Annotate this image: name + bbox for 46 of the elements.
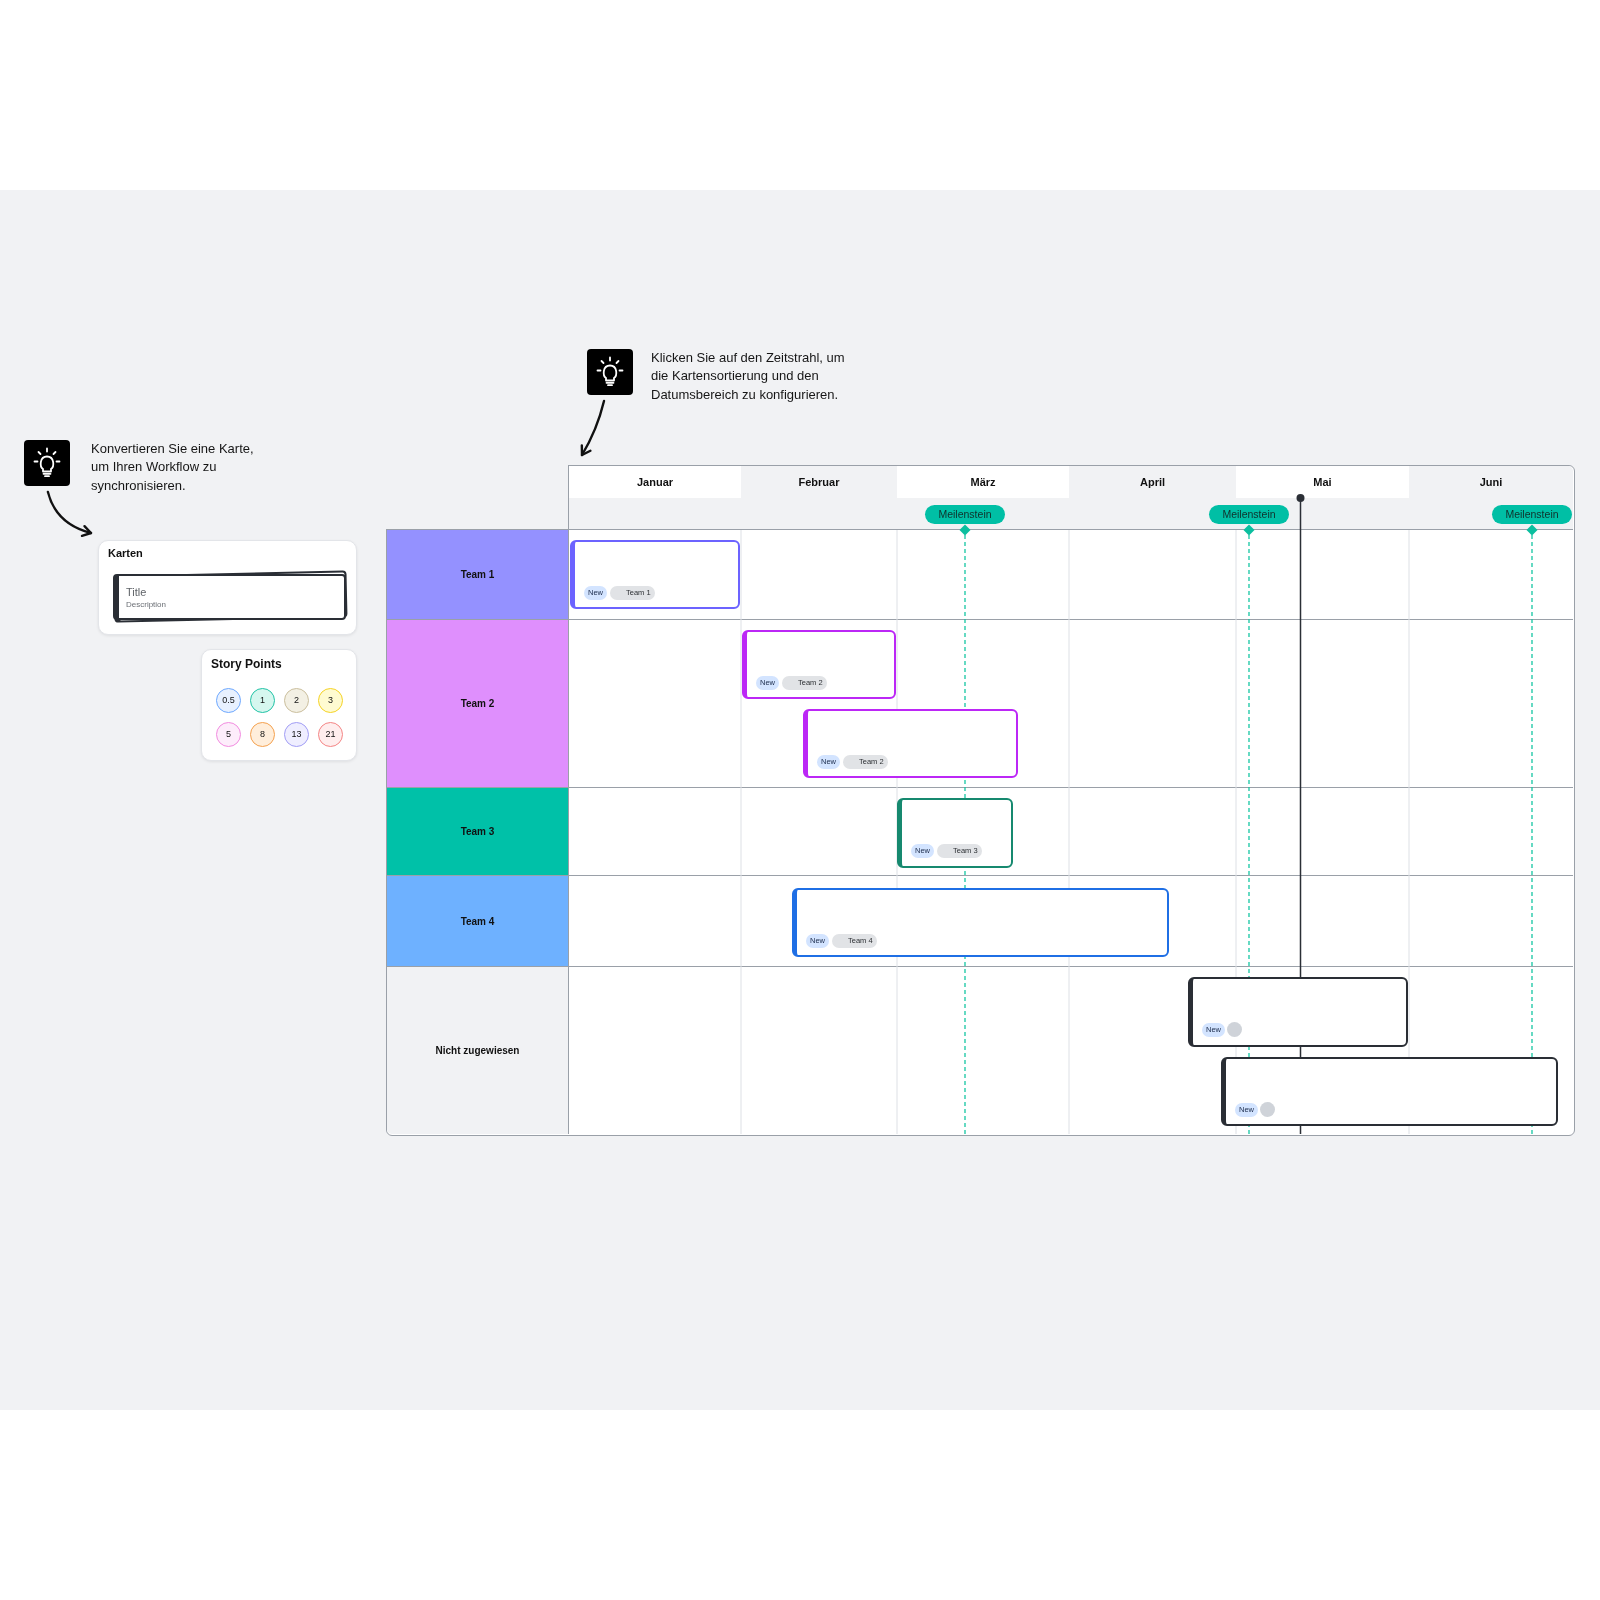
cards-panel <box>98 540 357 635</box>
month-header: April <box>1069 466 1236 499</box>
sample-card <box>113 574 346 620</box>
panel-title: Story Points <box>211 656 282 672</box>
task-card <box>1188 977 1408 1047</box>
hint-text: Klicken Sie auf den Zeitstrahl, um die Kartensortierung und den Datumsbereich zu konfigurieren. <box>651 349 846 404</box>
swimlane-header: Team 1 <box>387 530 569 619</box>
story-points-panel <box>201 649 357 761</box>
milestone-tag: Meilenstein <box>1209 505 1289 524</box>
story-point-badge: 3 <box>318 688 343 713</box>
task-card <box>570 540 740 609</box>
avatar-icon <box>1227 1022 1242 1037</box>
swimlane-header: Team 3 <box>387 788 569 875</box>
swimlane <box>387 530 1573 620</box>
story-point-badge: 8 <box>250 722 275 747</box>
month-header: Februar <box>741 466 897 499</box>
story-point-badge: 13 <box>284 722 309 747</box>
swimlane-header: Team 4 <box>387 876 569 966</box>
story-point-badge: 5 <box>216 722 241 747</box>
avatar-icon <box>1260 1102 1275 1117</box>
panel-title: Karten <box>108 546 143 560</box>
story-point-badge: 0.5 <box>216 688 241 713</box>
story-point-badge: 1 <box>250 688 275 713</box>
swimlane-header: Team 2 <box>387 620 569 787</box>
swimlane <box>387 620 1573 788</box>
story-point-badge: 2 <box>284 688 309 713</box>
month-header: Juni <box>1409 466 1573 499</box>
task-card <box>1221 1057 1558 1126</box>
task-card <box>897 798 1013 868</box>
milestone-tag: Meilenstein <box>1492 505 1572 524</box>
task-card <box>803 709 1018 778</box>
task-card <box>792 888 1169 957</box>
lightbulb-icon <box>24 440 70 486</box>
milestone-tag: Meilenstein <box>925 505 1005 524</box>
swimlane-header: Nicht zugewiesen <box>387 967 569 1134</box>
swimlane <box>387 876 1573 967</box>
timeline-frame <box>386 465 1575 1136</box>
card-description: Description <box>126 599 166 610</box>
hint-text: Konvertieren Sie eine Karte, um Ihren Workflow zu synchronisieren. <box>91 440 255 495</box>
swimlane <box>387 788 1573 876</box>
curved-arrow <box>580 399 606 457</box>
card-title: Title <box>126 586 148 599</box>
lightbulb-icon <box>587 349 633 395</box>
story-point-badge: 21 <box>318 722 343 747</box>
curved-arrow <box>46 490 93 537</box>
task-card <box>742 630 896 699</box>
